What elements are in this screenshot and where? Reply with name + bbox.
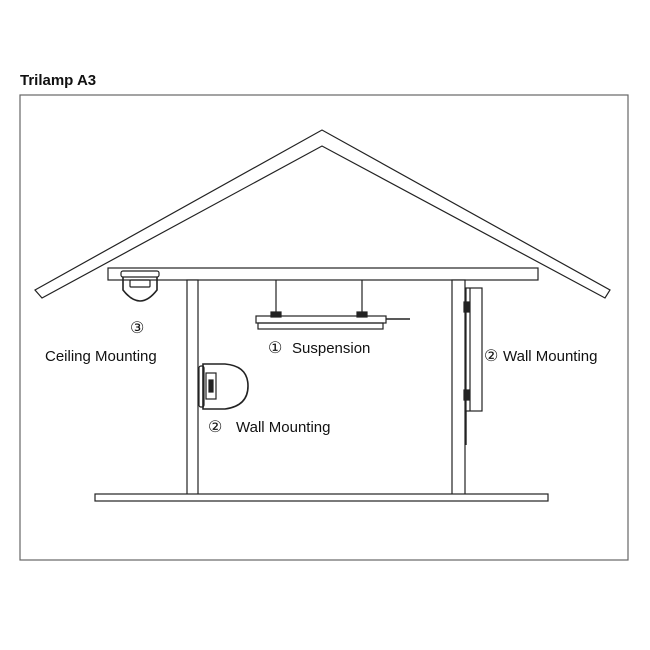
ceiling-beam — [107, 267, 539, 281]
frame-border — [19, 94, 629, 561]
diagram-title: Trilamp A3 — [20, 72, 97, 89]
wall-mounting-right-label: Wall Mounting — [503, 348, 597, 365]
wall-mounting-left-label: Wall Mounting — [236, 419, 330, 436]
suspension-label: Suspension — [292, 340, 370, 357]
suspension-number: ① — [268, 338, 282, 357]
left-post — [186, 279, 199, 497]
wall-left-number: ② — [208, 417, 222, 436]
ceiling-mounting-label: Ceiling Mounting — [45, 348, 157, 365]
wall-right-number: ② — [484, 346, 498, 365]
right-post — [451, 279, 466, 499]
roof — [34, 129, 611, 299]
wall-lamp-left-icon — [198, 363, 249, 410]
floor — [94, 493, 549, 502]
wall-lamp-right-icon — [463, 287, 483, 445]
ceiling-lamp-icon — [120, 270, 160, 302]
suspension-lamp-icon — [255, 280, 410, 330]
ceiling-number: ③ — [130, 318, 144, 337]
